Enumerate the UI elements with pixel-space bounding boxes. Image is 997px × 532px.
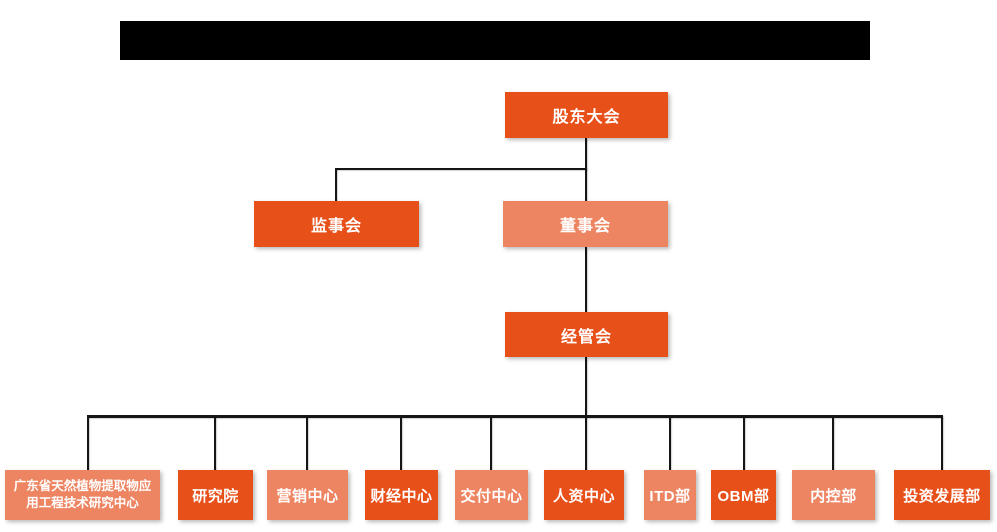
org-node-management-committee: 经管会 — [505, 312, 668, 357]
connector-distribution-bus — [87, 415, 943, 418]
org-node-internal-control-dept: 内控部 — [792, 470, 875, 520]
connector-drop-research-institute — [214, 417, 216, 470]
org-node-delivery-center: 交付中心 — [455, 470, 528, 520]
connector-to-supervisory-board — [335, 168, 337, 201]
org-node-hr-center: 人资中心 — [544, 470, 624, 520]
org-node-supervisory-board: 监事会 — [254, 201, 419, 247]
org-node-research-center: 广东省天然植物提取物应用工程技术研究中心 — [5, 470, 160, 520]
connector-drop-internal-control-dept — [832, 417, 834, 470]
org-node-shareholders-meeting: 股东大会 — [505, 92, 668, 138]
connector-drop-delivery-center — [490, 417, 492, 470]
connector-management-to-bus — [585, 357, 587, 417]
connector-drop-obm-dept — [743, 417, 745, 470]
title-redacted-bar — [120, 21, 870, 60]
connector-drop-marketing-center — [306, 417, 308, 470]
connector-branch-horizontal — [335, 168, 587, 170]
org-node-obm-dept: OBM部 — [711, 470, 776, 520]
org-node-research-institute: 研究院 — [178, 470, 253, 520]
connector-drop-finance-center — [400, 417, 402, 470]
connector-drop-research-center — [87, 417, 89, 470]
org-node-itd-dept: ITD部 — [644, 470, 696, 520]
connector-drop-itd-dept — [669, 417, 671, 470]
org-node-marketing-center: 营销中心 — [267, 470, 348, 520]
org-node-finance-center: 财经中心 — [365, 470, 438, 520]
connector-drop-hr-center — [585, 417, 587, 470]
org-node-board-of-directors: 董事会 — [503, 201, 668, 247]
org-node-investment-development-dept: 投资发展部 — [894, 470, 990, 520]
connector-board-to-management — [585, 247, 587, 312]
connector-drop-investment-dev-dept — [941, 417, 943, 470]
